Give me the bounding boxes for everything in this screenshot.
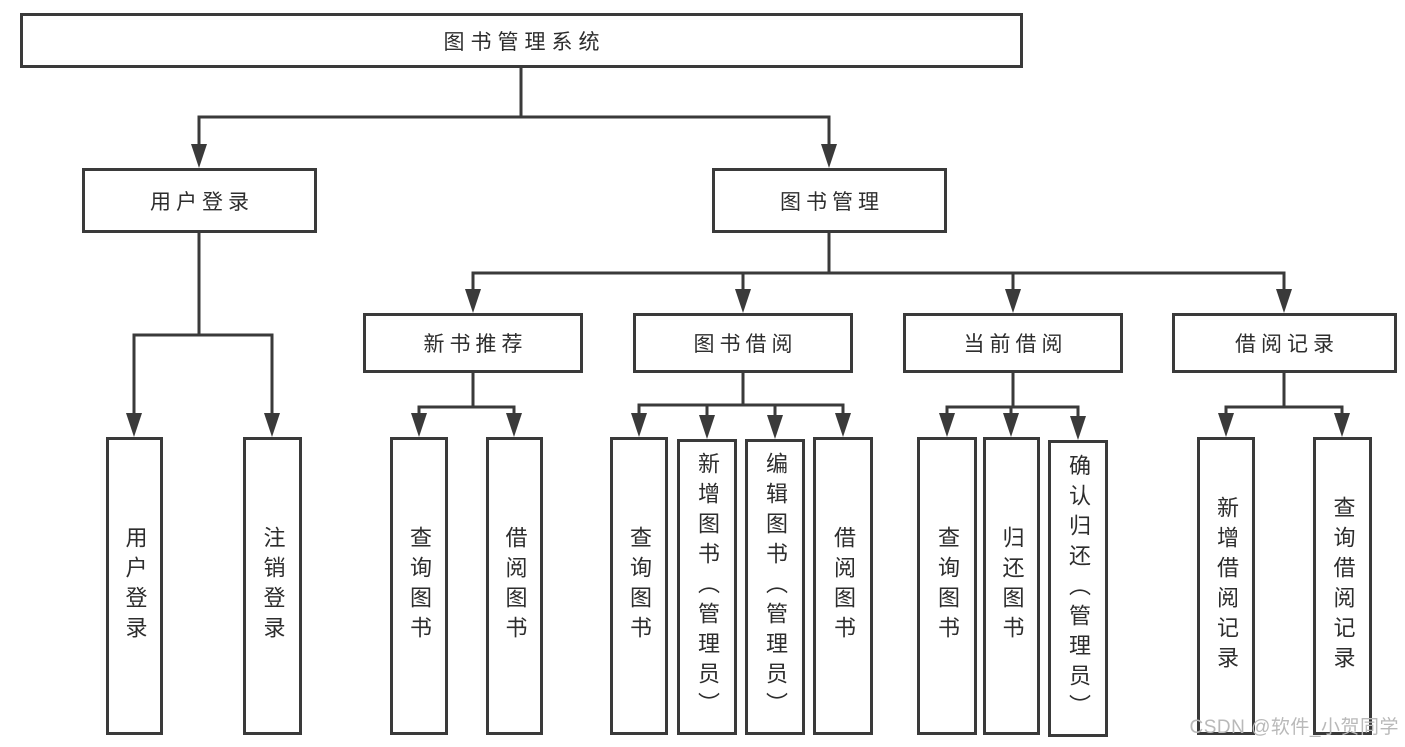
node-label: 借阅图书 [502, 526, 528, 646]
node-new-book-recommendation: 新书推荐 [363, 313, 583, 373]
node-book-borrowing: 图书借阅 [633, 313, 853, 373]
node-label: 借阅记录 [1235, 333, 1339, 356]
node-query-borrow-record: 查询借阅记录 [1313, 437, 1372, 735]
node-label: 新增图书（管理员） [695, 452, 720, 722]
node-borrowing-records: 借阅记录 [1172, 313, 1397, 373]
node-add-borrow-record: 新增借阅记录 [1197, 437, 1255, 735]
node-label: 新书推荐 [423, 333, 528, 356]
node-label: 归还图书 [999, 526, 1025, 646]
node-user-login: 用户登录 [82, 168, 317, 233]
node-label: 新增借阅记录 [1214, 496, 1239, 676]
node-label: 查询图书 [407, 526, 432, 646]
node-user-login-leaf: 用户登录 [106, 437, 163, 735]
node-label: 查询借阅记录 [1330, 496, 1356, 676]
node-edit-books-admin: 编辑图书（管理员） [745, 439, 805, 735]
node-label: 查询图书 [935, 526, 960, 646]
node-logout: 注销登录 [243, 437, 302, 735]
csdn-watermark: CSDN @软件_小贺同学 [1189, 717, 1399, 738]
node-label: 图书借阅 [693, 333, 798, 356]
node-query-books-borrow: 查询图书 [610, 437, 668, 735]
node-label: 注销登录 [260, 526, 286, 646]
node-return-books: 归还图书 [983, 437, 1040, 735]
node-label: 确认归还（管理员） [1066, 453, 1091, 724]
node-label: 当前借阅 [963, 333, 1068, 356]
node-add-books-admin: 新增图书（管理员） [677, 439, 737, 735]
node-query-books-current: 查询图书 [917, 437, 977, 735]
node-label: 编辑图书（管理员） [763, 452, 788, 722]
node-label: 借阅图书 [831, 526, 856, 646]
node-label: 图书管理系统 [443, 30, 606, 54]
node-label: 图书管理 [780, 190, 884, 214]
node-borrow-books-leaf: 借阅图书 [813, 437, 873, 735]
node-confirm-return-admin: 确认归还（管理员） [1048, 440, 1108, 737]
node-label: 查询图书 [627, 526, 652, 646]
node-label: 用户登录 [122, 526, 148, 646]
node-library-management-system: 图书管理系统 [20, 13, 1023, 68]
node-borrow-books-recommend: 借阅图书 [486, 437, 543, 735]
node-current-borrowing: 当前借阅 [903, 313, 1123, 373]
node-book-management: 图书管理 [712, 168, 947, 233]
node-query-books-recommend: 查询图书 [390, 437, 448, 735]
node-label: 用户登录 [150, 190, 254, 214]
